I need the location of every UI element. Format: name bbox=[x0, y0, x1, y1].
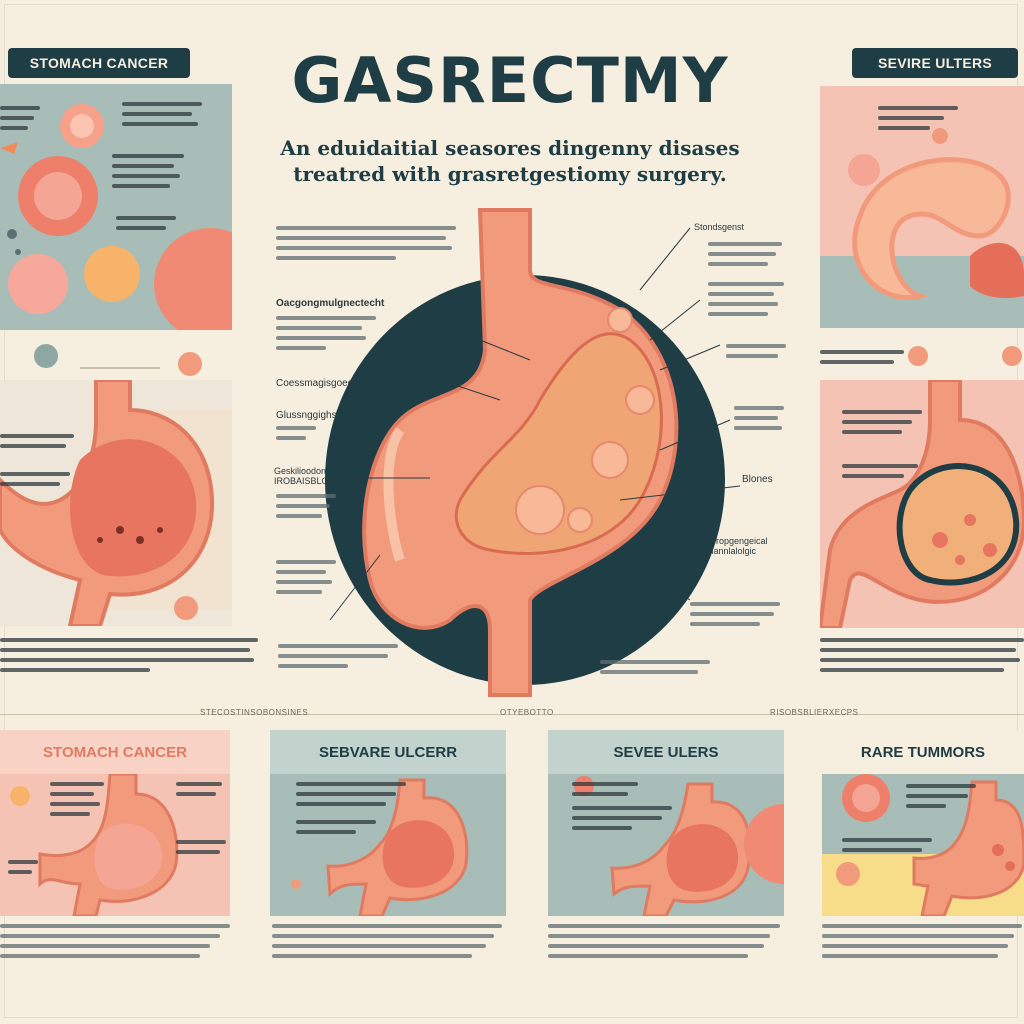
card-title-stomach-cancer: STOMACH CANCER bbox=[0, 730, 230, 774]
panel-right-stomach bbox=[820, 380, 1024, 628]
label-stondsgenst: Stondsgenst bbox=[694, 222, 745, 232]
label-glussnggighs: Glussnggighs bbox=[276, 410, 337, 421]
divider-label-2: OTYEBOTTO bbox=[500, 708, 554, 717]
card-stomach-cancer: STOMACH CANCER bbox=[0, 730, 230, 916]
right-stomach-svg bbox=[820, 380, 1024, 628]
label-blones: Blones bbox=[742, 474, 773, 485]
label-deropgengeical: deropgengeical mannlalolgic bbox=[706, 536, 768, 556]
text-block-center-left-5 bbox=[276, 560, 336, 600]
text-block-center-left-2 bbox=[276, 316, 376, 356]
card-title-severe-ulers: SEVEE ULERS bbox=[548, 730, 784, 774]
panel-left-stomach bbox=[0, 380, 232, 626]
card-severe-ulers-svg bbox=[574, 776, 784, 916]
card-text-1 bbox=[0, 924, 230, 964]
text-block-right-paragraph bbox=[820, 638, 1024, 678]
card-rare-tumors-svg bbox=[822, 774, 1024, 916]
panel-top-right bbox=[820, 86, 1024, 328]
card-text-2 bbox=[272, 924, 502, 964]
text-block-right-mid bbox=[820, 350, 904, 370]
tag-severe-ulcers: SEVIRE ULTERS bbox=[852, 48, 1018, 78]
panel-top-left bbox=[0, 84, 232, 330]
text-block-center-bottom bbox=[600, 660, 710, 680]
cell-illustration bbox=[0, 104, 232, 330]
poster-subtitle-line1: An eduidaitial seasores dingenny disases bbox=[280, 136, 740, 160]
text-block-center-left-6 bbox=[278, 644, 398, 674]
text-block-center-left-1 bbox=[276, 226, 456, 266]
text-block-left-paragraph bbox=[0, 638, 258, 678]
left-stomach-svg bbox=[0, 380, 232, 626]
tag-stomach-cancer: STOMACH CANCER bbox=[8, 48, 190, 78]
card-title-rare-tumors: RARE TUMMORS bbox=[822, 730, 1024, 774]
poster-title: GASRECTMY bbox=[291, 44, 729, 117]
label-geskilioodon: Geskilioodon IROBAISBLOAS bbox=[274, 466, 341, 486]
poster-subtitle-line2: treatred with grasretgestiomy surgery. bbox=[293, 162, 727, 186]
card-severe-ulcer: SEBVARE ULCERR bbox=[270, 730, 506, 916]
mid-right-dots bbox=[908, 346, 1022, 366]
card-severe-ulcer-svg bbox=[291, 778, 469, 916]
section-divider bbox=[0, 714, 1024, 715]
divider-label-1: STECOSTINSOBONSINES bbox=[200, 708, 309, 717]
text-block-center-right-3 bbox=[726, 344, 786, 364]
text-block-center-right-2 bbox=[708, 282, 784, 322]
card-rare-tumors: RARE TUMMORS bbox=[822, 730, 1024, 916]
card-text-4 bbox=[822, 924, 1022, 964]
mid-left-dots bbox=[34, 344, 202, 376]
divider-label-3: RISOBSBLIERXECPS bbox=[770, 708, 859, 717]
text-block-center-left-4 bbox=[276, 494, 336, 524]
card-text-3 bbox=[548, 924, 780, 964]
main-stomach-illustration bbox=[362, 208, 679, 697]
text-block-center-right-4 bbox=[734, 406, 784, 436]
card-severe-ulers: SEVEE ULERS bbox=[548, 730, 784, 916]
text-block-center-left-3 bbox=[276, 426, 316, 446]
text-block-center-right-5 bbox=[690, 602, 780, 632]
label-left-heading: Oacgongmulgnectecht bbox=[276, 298, 385, 309]
label-coessmagisgoed: Coessmagisgoed bbox=[276, 378, 354, 389]
text-block-center-right-1 bbox=[708, 242, 782, 272]
ulcer-illustration bbox=[820, 128, 1024, 328]
card-stomach-cancer-svg bbox=[10, 774, 179, 916]
card-title-severe-ulcer: SEBVARE ULCERR bbox=[270, 730, 506, 774]
